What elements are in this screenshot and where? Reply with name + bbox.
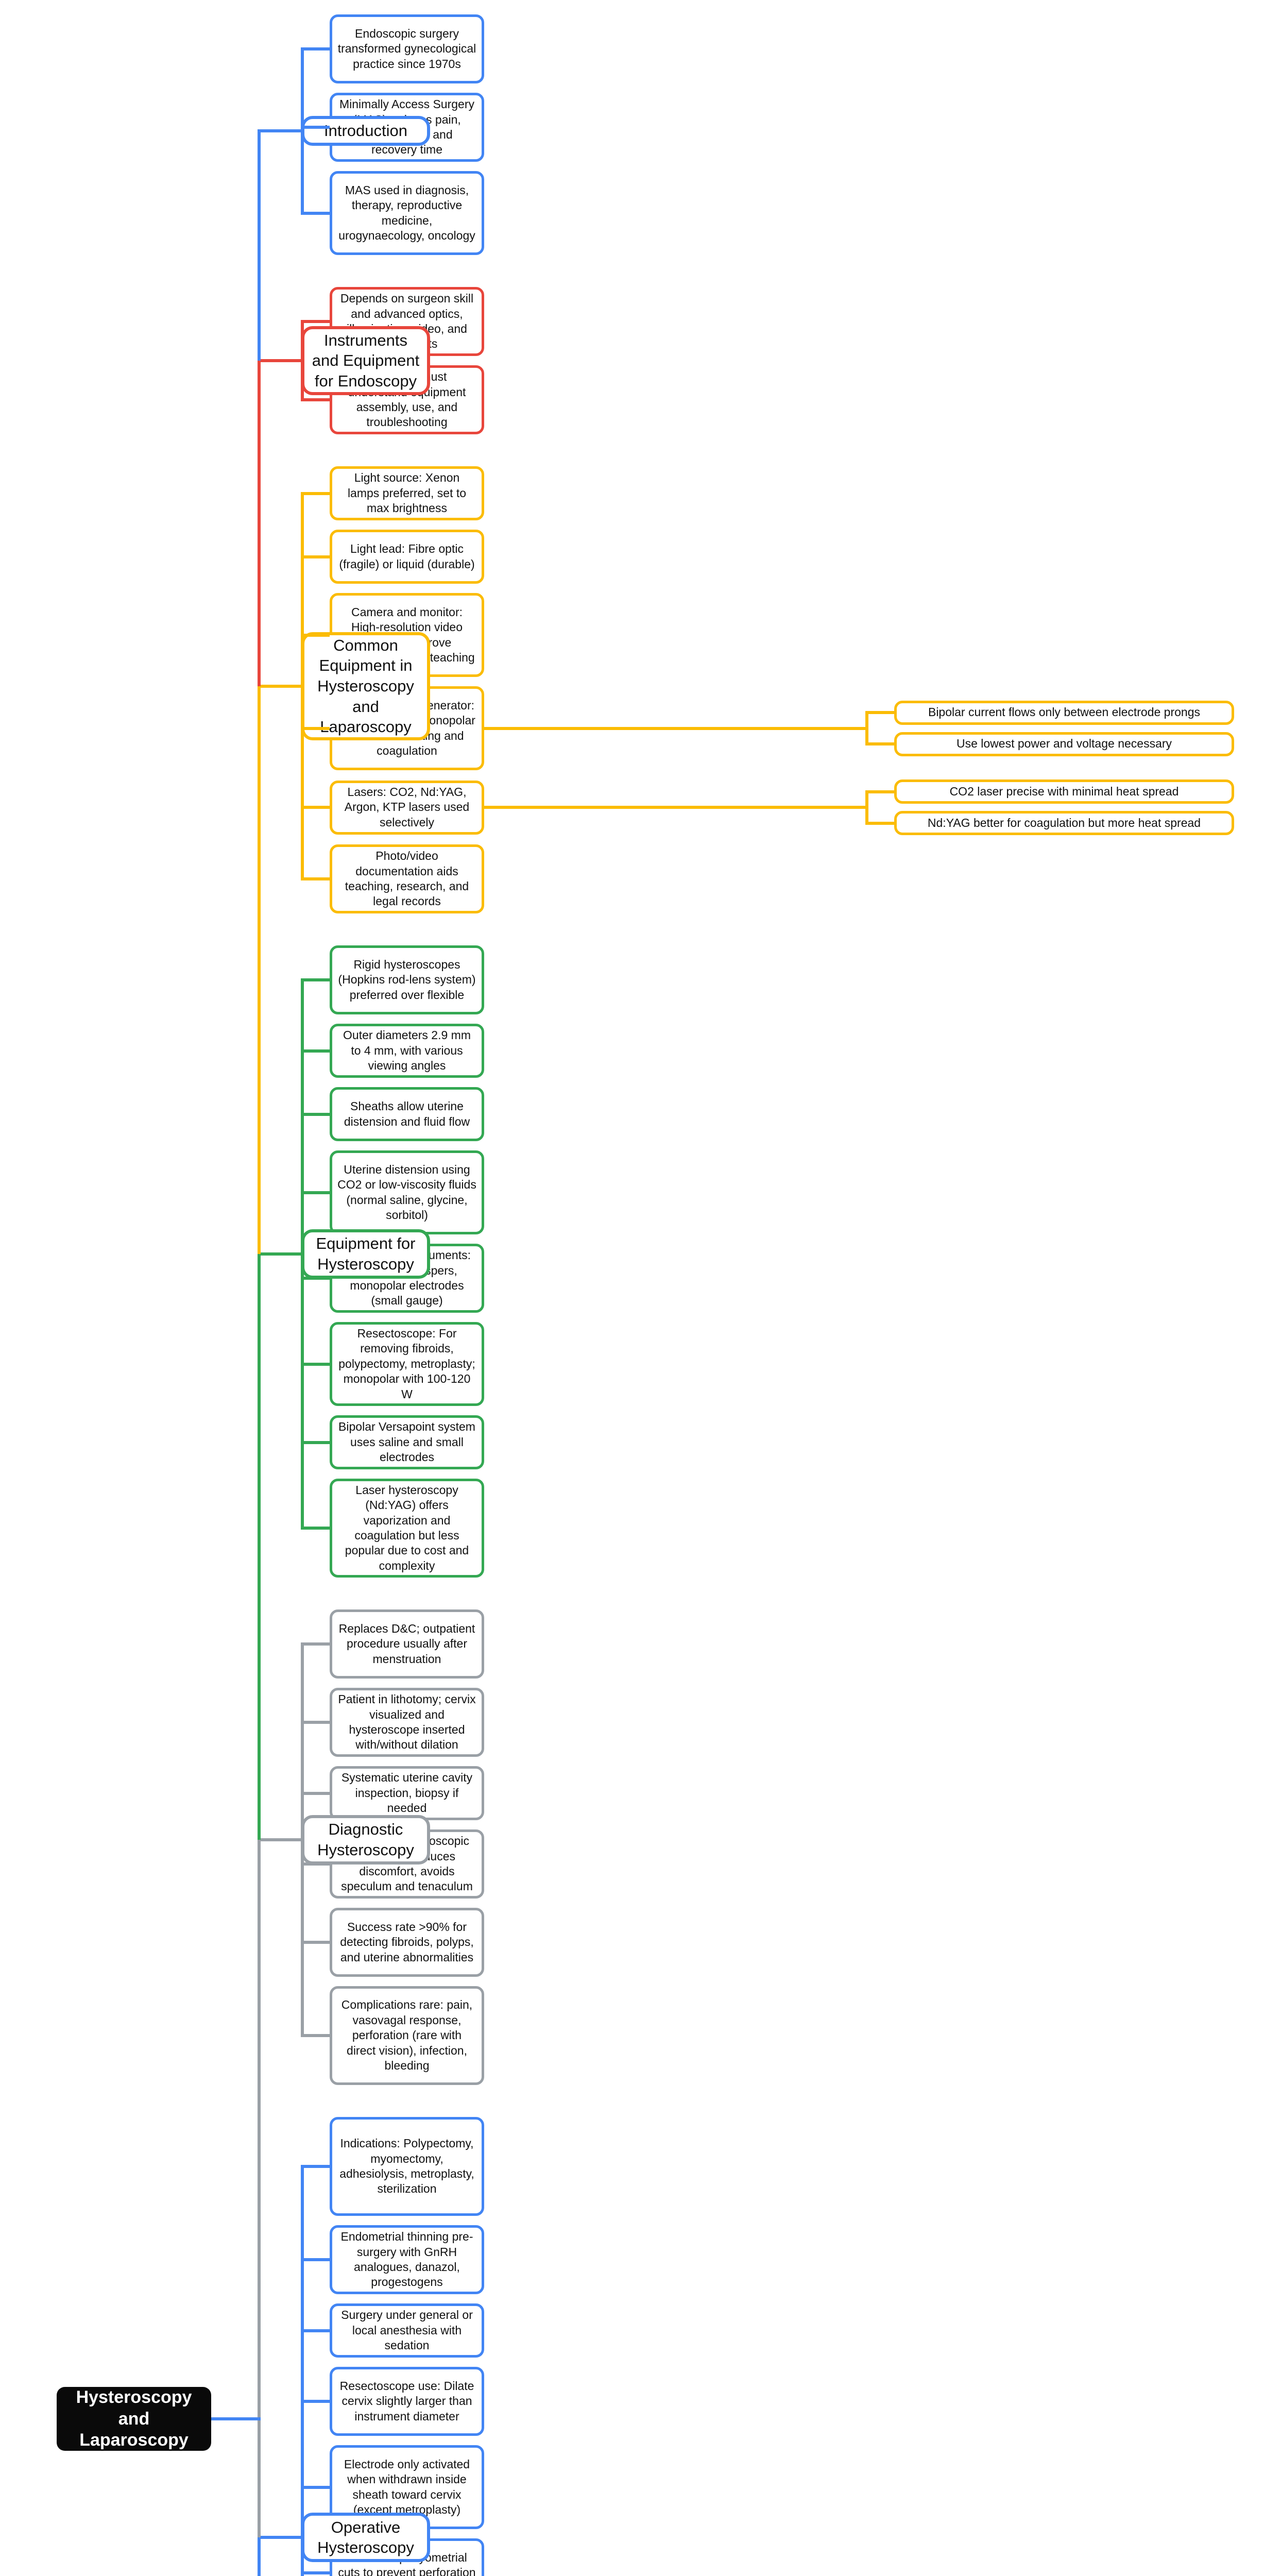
- connector-trunk: [258, 686, 261, 1254]
- mindmap-node-level2[interactable]: Surgery under general or local anesthesi…: [330, 2303, 484, 2358]
- mindmap-node-level2[interactable]: Patient in lithotomy; cervix visualized …: [330, 1688, 484, 1757]
- connector-v: [301, 47, 304, 215]
- mindmap-node-level2[interactable]: Rigid hysteroscopes (Hopkins rod-lens sy…: [330, 945, 484, 1014]
- connector-h: [301, 1862, 330, 1866]
- connector-h: [301, 1527, 330, 1530]
- connector-h: [301, 978, 330, 981]
- connector-v: [301, 978, 304, 1530]
- mindmap-node-level2[interactable]: Photo/video documentation aids teaching,…: [330, 844, 484, 913]
- mindmap-node-level2[interactable]: Resectoscope: For removing fibroids, pol…: [330, 1322, 484, 1406]
- connector-v: [301, 1642, 304, 2037]
- connector-h: [258, 1252, 301, 1256]
- connector-v: [301, 320, 304, 401]
- connector-trunk: [258, 1254, 261, 1840]
- connector-h: [301, 1440, 330, 1444]
- connector-h: [301, 2034, 330, 2037]
- connector-trunk: [258, 1840, 261, 2538]
- connector-h: [865, 790, 894, 793]
- mindmap-node-level2[interactable]: Outer diameters 2.9 mm to 4 mm, with var…: [330, 1024, 484, 1078]
- connector-h: [865, 821, 894, 825]
- mindmap-node-level2[interactable]: Resectoscope use: Dilate cervix slightly…: [330, 2367, 484, 2436]
- mindmap-node-level2[interactable]: Indications: Polypectomy, myomectomy, ad…: [330, 2117, 484, 2216]
- mindmap-root-node[interactable]: Hysteroscopy and Laparoscopy: [57, 2387, 211, 2451]
- connector-h: [301, 126, 330, 129]
- connector-h: [301, 1941, 330, 1944]
- connector-h: [301, 1791, 330, 1795]
- mindmap-node-level3[interactable]: Use lowest power and voltage necessary: [894, 732, 1234, 756]
- connector-h: [258, 2536, 301, 2539]
- connector-h: [865, 742, 894, 745]
- connector-h: [301, 398, 330, 401]
- mindmap-node-level1[interactable]: Equipment for Hysteroscopy: [301, 1229, 430, 1279]
- connector-h: [484, 726, 865, 730]
- mindmap-node-level2[interactable]: Complications rare: pain, vasovagal resp…: [330, 1986, 484, 2085]
- connector-h: [258, 359, 301, 362]
- mindmap-node-level3[interactable]: CO2 laser precise with minimal heat spre…: [894, 779, 1234, 804]
- mindmap-node-level1[interactable]: Instruments and Equipment for Endoscopy: [301, 326, 430, 395]
- mindmap-node-level2[interactable]: Light lead: Fibre optic (fragile) or liq…: [330, 530, 484, 584]
- connector-h: [301, 1721, 330, 1724]
- connector-root: [211, 2417, 261, 2421]
- connector-h: [258, 684, 301, 688]
- connector-h: [301, 211, 330, 215]
- connector-h: [258, 1838, 301, 1841]
- connector-h: [301, 320, 330, 323]
- connector-trunk: [258, 131, 261, 361]
- mindmap-node-level3[interactable]: Bipolar current flows only between elect…: [894, 700, 1234, 725]
- connector-h: [301, 2400, 330, 2403]
- mindmap-node-level2[interactable]: Success rate >90% for detecting fibroids…: [330, 1908, 484, 1977]
- mindmap-node-level2[interactable]: Replaces D&C; outpatient procedure usual…: [330, 1609, 484, 1679]
- mindmap-node-level1[interactable]: Introduction: [301, 116, 430, 146]
- connector-h: [301, 1112, 330, 1116]
- mindmap-node-level1[interactable]: Diagnostic Hysteroscopy: [301, 1815, 430, 1865]
- mindmap-node-level1[interactable]: Operative Hysteroscopy: [301, 2513, 430, 2563]
- connector-h: [301, 2258, 330, 2261]
- connector-h: [301, 633, 330, 637]
- mindmap-node-level2[interactable]: Lasers: CO2, Nd:YAG, Argon, KTP lasers u…: [330, 780, 484, 835]
- connector-h: [301, 1362, 330, 1366]
- connector-v: [301, 2165, 304, 2576]
- connector-h: [301, 806, 330, 809]
- mindmap-node-level2[interactable]: Laser hysteroscopy (Nd:YAG) offers vapor…: [330, 1479, 484, 1578]
- mindmap-node-level2[interactable]: MAS used in diagnosis, therapy, reproduc…: [330, 171, 484, 255]
- connector-h: [258, 129, 301, 133]
- mindmap-node-level2[interactable]: Endoscopic surgery transformed gynecolog…: [330, 14, 484, 83]
- connector-h: [301, 2485, 330, 2489]
- connector-h: [301, 726, 330, 730]
- mindmap-node-level2[interactable]: Sheaths allow uterine distension and flu…: [330, 1087, 484, 1141]
- mindmap-node-level2[interactable]: Endometrial thinning pre-surgery with Gn…: [330, 2225, 484, 2294]
- connector-h: [301, 2165, 330, 2168]
- connector-h: [301, 1642, 330, 1646]
- connector-trunk: [258, 2537, 261, 2576]
- connector-v: [865, 711, 868, 745]
- connector-v: [865, 790, 868, 825]
- connector-h: [865, 711, 894, 714]
- connector-h: [301, 2571, 330, 2574]
- connector-trunk: [258, 361, 261, 686]
- mindmap-node-level3[interactable]: Nd:YAG better for coagulation but more h…: [894, 811, 1234, 835]
- connector-h: [301, 1049, 330, 1053]
- connector-h: [301, 877, 330, 880]
- mindmap-node-level1[interactable]: Common Equipment in Hysteroscopy and Lap…: [301, 632, 430, 740]
- connector-h: [301, 555, 330, 558]
- mindmap-node-level2[interactable]: Uterine distension using CO2 or low-visc…: [330, 1150, 484, 1234]
- connector-h: [301, 47, 330, 50]
- connector-h: [484, 806, 865, 809]
- connector-h: [301, 1277, 330, 1280]
- mindmap-node-level2[interactable]: Light source: Xenon lamps preferred, set…: [330, 466, 484, 520]
- connector-h: [301, 492, 330, 495]
- connector-h: [301, 1191, 330, 1194]
- connector-h: [301, 2329, 330, 2332]
- connector-v: [301, 492, 304, 880]
- mindmap-node-level2[interactable]: Bipolar Versapoint system uses saline an…: [330, 1415, 484, 1469]
- mindmap-node-level2[interactable]: Electrode only activated when withdrawn …: [330, 2445, 484, 2529]
- mindmap-node-level2[interactable]: Systematic uterine cavity inspection, bi…: [330, 1766, 484, 1820]
